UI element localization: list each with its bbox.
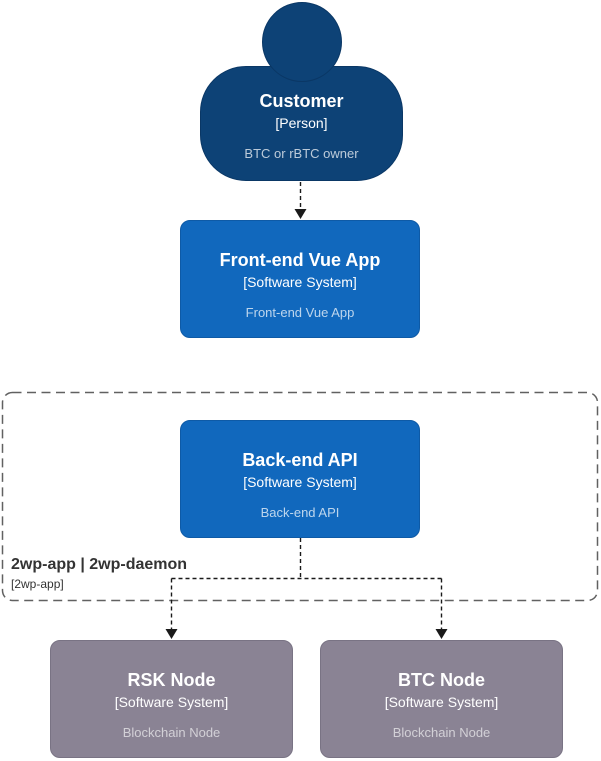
element-type: [Software System] bbox=[384, 693, 499, 710]
node-frontend-vue-app[interactable]: Front-end Vue App [Software System] Fron… bbox=[180, 220, 420, 338]
element-type: [Software System] bbox=[243, 273, 357, 290]
element-name: RSK Node bbox=[127, 670, 216, 690]
element-type: [Person] bbox=[275, 114, 328, 131]
person-body-shape: Customer [Person] BTC or rBTC owner bbox=[200, 66, 403, 181]
boundary-subtitle: [2wp-app] bbox=[11, 577, 64, 592]
node-rsk-node[interactable]: RSK Node [Software System] Blockchain No… bbox=[50, 640, 293, 758]
arrowhead-frontend-icon bbox=[294, 209, 307, 219]
element-description: BTC or rBTC owner bbox=[244, 145, 359, 161]
boundary-title: 2wp-app | 2wp-daemon bbox=[11, 556, 188, 573]
person-head-icon bbox=[262, 2, 342, 82]
element-description: Blockchain Node bbox=[122, 724, 221, 740]
arrowhead-btc-icon bbox=[435, 629, 448, 639]
element-name: Back-end API bbox=[242, 450, 358, 470]
boundary-label: 2wp-app | 2wp-daemon [2wp-app] bbox=[11, 555, 187, 591]
element-name: Front-end Vue App bbox=[219, 250, 381, 270]
element-description: Front-end Vue App bbox=[245, 304, 355, 320]
element-description: Back-end API bbox=[260, 504, 340, 520]
element-description: Blockchain Node bbox=[392, 724, 491, 740]
boundary-2wp-app bbox=[1, 391, 599, 602]
edge-backend-nodes bbox=[170, 538, 443, 629]
element-type: [Software System] bbox=[243, 473, 357, 490]
element-name: Customer bbox=[259, 91, 344, 111]
node-btc-node[interactable]: BTC Node [Software System] Blockchain No… bbox=[320, 640, 563, 758]
element-type: [Software System] bbox=[114, 693, 229, 710]
node-backend-api[interactable]: Back-end API [Software System] Back-end … bbox=[180, 420, 420, 538]
arrowhead-rsk-icon bbox=[165, 629, 178, 639]
element-name: BTC Node bbox=[398, 670, 485, 690]
